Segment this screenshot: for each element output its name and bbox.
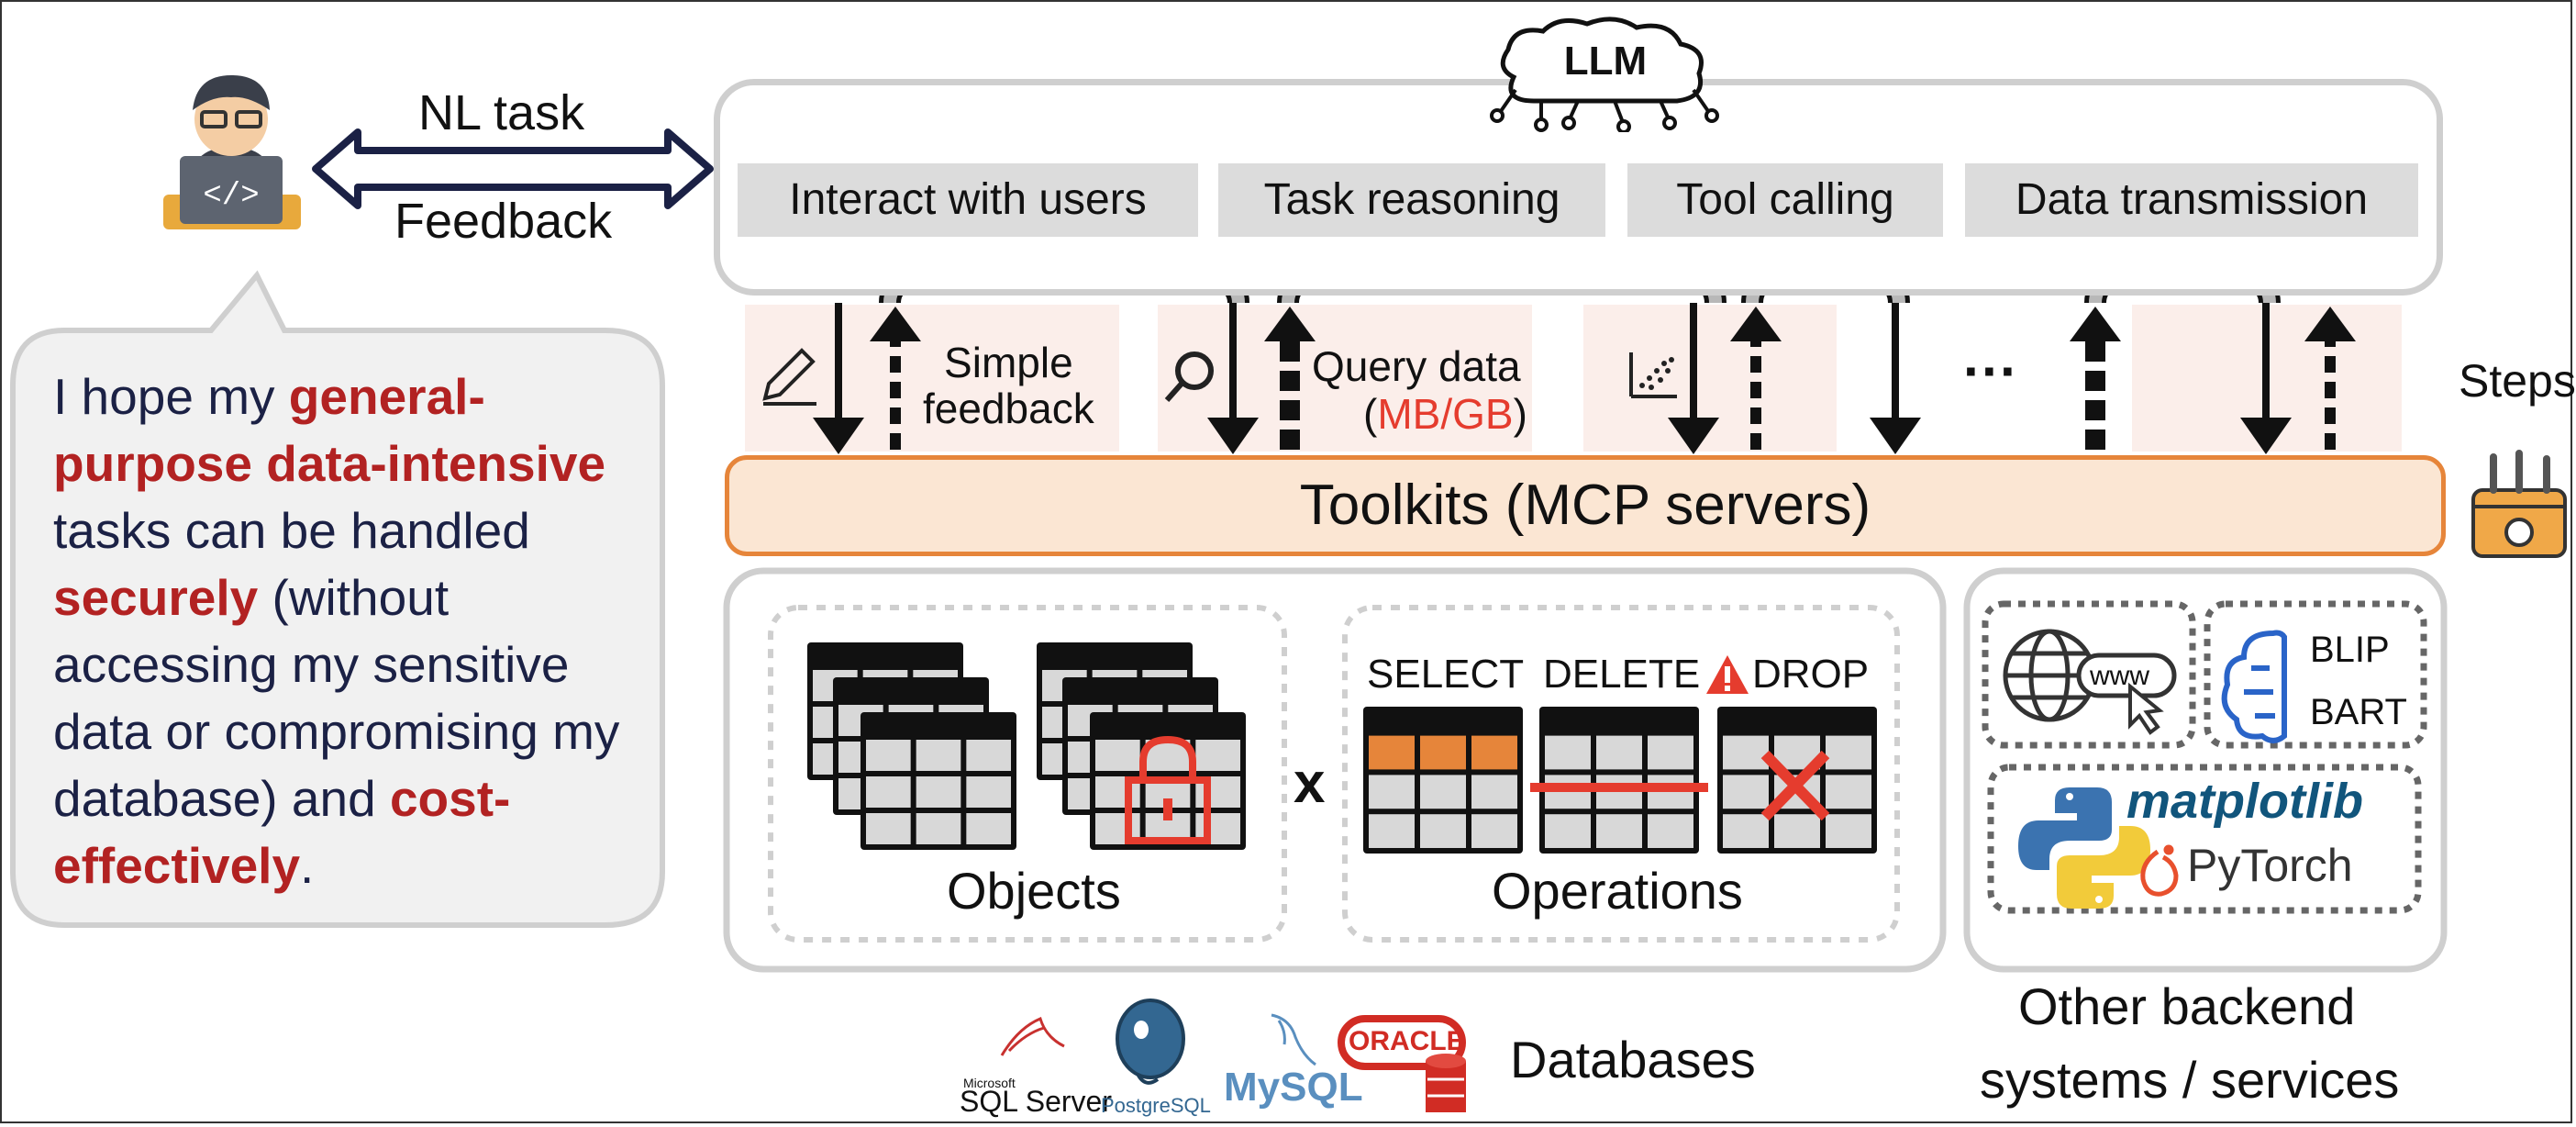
globe-www-icon bbox=[2003, 629, 2177, 735]
cap-tool-calling: Tool calling bbox=[1627, 163, 1943, 237]
step-band-1 bbox=[745, 305, 1119, 452]
toolkits-bar: Toolkits (MCP servers) bbox=[725, 455, 2446, 556]
www-label: www bbox=[2090, 661, 2149, 691]
sqlserver-small: Microsoft bbox=[963, 1076, 1016, 1090]
lock-icon bbox=[1125, 735, 1211, 844]
developer-avatar-icon: </> bbox=[163, 75, 301, 229]
nl-task-label: NL task bbox=[418, 85, 585, 140]
op-select-label: SELECT bbox=[1367, 652, 1525, 697]
steps-label: Steps bbox=[2459, 355, 2576, 407]
pencil-icon bbox=[762, 348, 816, 406]
brain-icon bbox=[2221, 630, 2287, 743]
query-size-label: (MB/GB) bbox=[1363, 390, 1527, 438]
delete-table bbox=[1539, 707, 1699, 854]
object-table-a-2 bbox=[861, 712, 1016, 850]
matplotlib-label: matplotlib bbox=[2126, 774, 2363, 829]
cap-interact-with-users: Interact with users bbox=[738, 163, 1198, 237]
request-arrows-down bbox=[813, 303, 2292, 454]
mysql-logo-text: MySQL bbox=[1224, 1065, 1363, 1110]
bubble-text-segment: I hope my bbox=[53, 368, 289, 425]
blip-bart-box bbox=[2204, 600, 2427, 749]
cap-data-transmission: Data transmission bbox=[1965, 163, 2418, 237]
query-size-value: MB/GB bbox=[1377, 390, 1514, 438]
pytorch-label: PyTorch bbox=[2187, 840, 2353, 891]
times-operator: x bbox=[1294, 752, 1326, 815]
postgresql-logo-text: PostgreSQL bbox=[1101, 1094, 1211, 1117]
bubble-emphasis: general-purpose data-intensive bbox=[53, 368, 606, 492]
oracle-logo-icon bbox=[1338, 1015, 1466, 1112]
svg-text:</>: </> bbox=[203, 179, 259, 214]
sqlserver-logo-icon bbox=[1000, 1016, 1065, 1056]
python-logo-icon bbox=[2018, 787, 2150, 909]
bubble-text-segment: (without accessing my sensitive data or … bbox=[53, 569, 620, 827]
bubble-emphasis: cost-effectively bbox=[53, 770, 511, 894]
www-box bbox=[1982, 600, 2196, 749]
pytorch-logo-icon bbox=[2140, 844, 2179, 897]
query-data-label: Query data bbox=[1312, 342, 1521, 390]
database-panel bbox=[723, 567, 1947, 973]
databases-label: Databases bbox=[1510, 1031, 1756, 1088]
bubble-emphasis: securely bbox=[53, 569, 259, 626]
simple-feedback-label: Simple feedback bbox=[923, 339, 1094, 432]
tables-layer bbox=[807, 642, 1877, 854]
user-request-text: I hope my general-purpose data-intensive… bbox=[53, 363, 659, 899]
op-delete-label: DELETE bbox=[1543, 652, 1701, 697]
toolbox-icon bbox=[2471, 450, 2567, 558]
bart-label: BART bbox=[2310, 692, 2407, 732]
select-table bbox=[1363, 707, 1523, 854]
operations-box bbox=[1342, 605, 1900, 943]
llm-title: LLM bbox=[1563, 39, 1648, 84]
nl-task-double-arrow bbox=[312, 128, 714, 209]
search-icon bbox=[1164, 351, 1214, 402]
libs-box bbox=[1987, 764, 2422, 914]
response-arrows-up bbox=[870, 307, 2356, 450]
speech-bubble bbox=[10, 270, 665, 928]
blip-label: BLIP bbox=[2310, 630, 2390, 670]
warning-icon bbox=[1706, 655, 1749, 694]
operations-label: Operations bbox=[1492, 862, 1743, 920]
cap-task-reasoning: Task reasoning bbox=[1218, 163, 1605, 237]
sqlserver-logo-text: SQL Server bbox=[960, 1085, 1112, 1118]
drop-cross-icon bbox=[1760, 750, 1830, 821]
oracle-logo-text: ORACLE bbox=[1349, 1026, 1465, 1056]
postgresql-logo-icon bbox=[1116, 999, 1185, 1085]
bubble-text-segment: . bbox=[300, 837, 315, 894]
other-backend-label-2: systems / services bbox=[1980, 1051, 2400, 1109]
drop-table bbox=[1717, 707, 1877, 854]
llm-brain-icon bbox=[1490, 17, 1719, 132]
other-backend-label-1: Other backend bbox=[2018, 977, 2356, 1035]
mysql-logo-icon bbox=[1271, 1013, 1316, 1066]
op-drop-label: DROP bbox=[1752, 652, 1870, 697]
ellipsis: ··· bbox=[1963, 340, 2018, 402]
objects-box bbox=[768, 605, 1287, 943]
scatter-plot-icon bbox=[1629, 352, 1677, 398]
objects-label: Objects bbox=[947, 862, 1121, 920]
bubble-text-segment: tasks can be handled bbox=[53, 502, 530, 559]
feedback-label: Feedback bbox=[394, 194, 613, 249]
